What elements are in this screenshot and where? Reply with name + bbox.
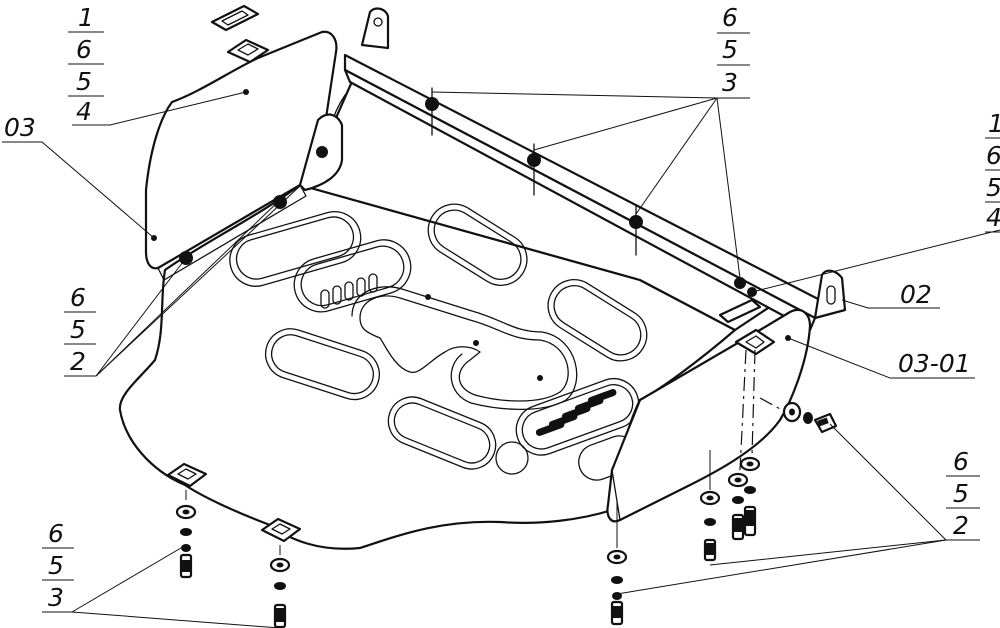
- fastener-stack-c: [606, 500, 628, 626]
- callout-1-line-4: 4: [76, 97, 92, 126]
- callout-1-line-3: 5: [76, 67, 92, 96]
- callout-6-line-2: 5: [48, 551, 64, 580]
- callout-stack-top-left: 1 6 5 4: [68, 3, 110, 126]
- part-label-left-guard: 03: [4, 113, 36, 142]
- callout-2-line-2: 5: [722, 35, 738, 64]
- callout-3-line-2: 6: [986, 141, 1000, 170]
- callout-5-line-3: 2: [953, 511, 969, 540]
- callout-stack-top-right: 6 5 3: [717, 3, 750, 99]
- callout-3-line-4: 4: [986, 203, 1000, 232]
- callout-1-line-2: 6: [76, 35, 92, 64]
- callout-3-line-3: 5: [986, 173, 1000, 202]
- leader-lines: [2, 91, 1000, 628]
- callout-5-line-1: 6: [953, 447, 969, 476]
- vent-slots-left: [320, 273, 378, 309]
- callout-stack-bottom-left: 6 5 3: [42, 519, 74, 613]
- callout-4-line-3: 2: [70, 347, 86, 376]
- vent-slots-right: [535, 389, 617, 436]
- fastener-stack-a: [175, 490, 197, 579]
- fastener-stack-f: [739, 456, 761, 537]
- part-label-right-guard: 03-01: [898, 349, 971, 378]
- callout-2-line-1: 6: [722, 3, 738, 32]
- left-side-guard: [144, 4, 344, 281]
- callout-2-line-3: 3: [722, 68, 738, 97]
- callout-4-line-2: 5: [70, 315, 86, 344]
- plate-cutouts: [229, 203, 648, 481]
- callout-stack-bottom-right: 6 5 2: [946, 447, 980, 541]
- callout-5-line-2: 5: [953, 479, 969, 508]
- callout-3-line-1: 1: [988, 109, 1000, 138]
- rear-mounting-rail: [343, 7, 847, 332]
- callout-1-line-1: 1: [78, 3, 94, 32]
- fastener-stacks: [175, 397, 838, 628]
- callout-6-line-3: 3: [48, 583, 64, 612]
- callout-stack-left: 6 5 2: [64, 283, 96, 377]
- plate-bottom-tabs: [166, 462, 302, 543]
- fastener-side: [759, 397, 838, 434]
- part-label-rear-bracket: 02: [900, 280, 932, 309]
- right-side-guard: [606, 308, 812, 523]
- callout-stack-right: 1 6 5 4: [985, 109, 1000, 233]
- fastener-stack-d: [699, 450, 721, 562]
- callout-6-line-1: 6: [48, 519, 64, 548]
- main-plate: [118, 73, 782, 550]
- fastener-stack-b: [269, 545, 291, 628]
- callout-4-line-1: 6: [70, 283, 86, 312]
- fastener-stack-e: [727, 472, 749, 541]
